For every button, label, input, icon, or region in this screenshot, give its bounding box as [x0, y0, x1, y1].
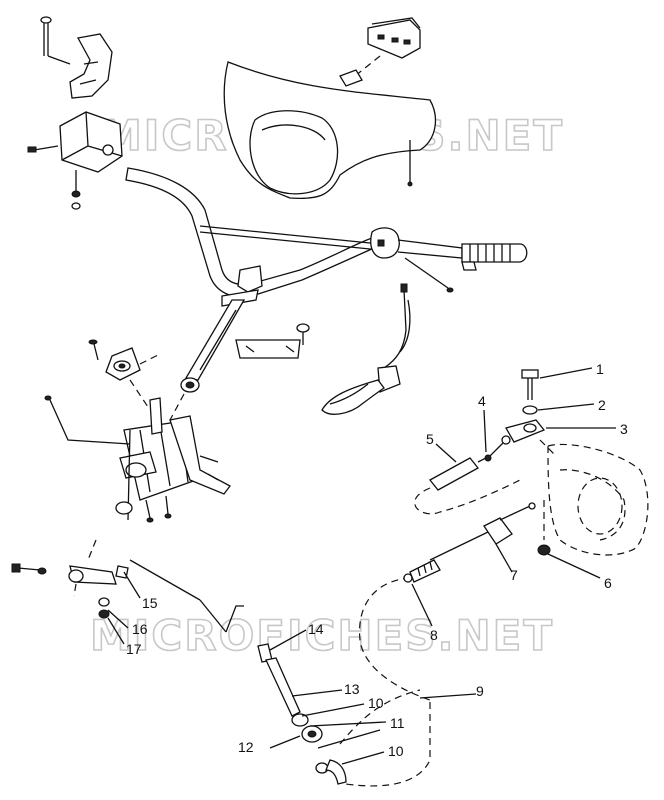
callout-5: 5 — [426, 431, 434, 447]
callout-11: 11 — [390, 715, 405, 731]
callout-10b: 10 — [388, 743, 404, 759]
cable-end-assembly — [403, 435, 536, 583]
callout-9: 9 — [476, 683, 484, 699]
steering-support-bracket — [88, 339, 161, 411]
cable-routing-loop — [358, 577, 431, 701]
handlebar — [125, 167, 463, 298]
callout-12: 12 — [238, 739, 254, 755]
steering-column — [169, 265, 263, 421]
headlight-cover — [223, 61, 437, 200]
callout-1: 1 — [596, 361, 604, 377]
callout-6: 6 — [604, 575, 612, 591]
callout-10a: 10 — [368, 695, 384, 711]
callout-8: 8 — [430, 627, 438, 643]
leader-lines — [107, 367, 616, 765]
top-left-bolt — [40, 16, 71, 65]
callout-16: 16 — [132, 621, 148, 637]
watermark-bottom: MICROFICHES.NET — [90, 611, 554, 660]
callout-4: 4 — [478, 393, 486, 409]
callout-17: 17 — [126, 641, 142, 657]
throttle-housing — [27, 111, 123, 210]
column-cover-plate — [235, 323, 310, 359]
steering-cable — [225, 605, 431, 787]
callout-15: 15 — [142, 595, 158, 611]
pump-nozzle-housing — [547, 443, 649, 556]
hand-grip — [461, 243, 528, 271]
callout-7: 7 — [510, 567, 518, 583]
callouts: 1 2 3 4 5 6 7 8 9 10 10 11 12 13 14 15 1… — [126, 361, 628, 759]
lower-steering-block — [44, 395, 231, 523]
callout-3: 3 — [620, 421, 628, 437]
callout-14: 14 — [308, 621, 324, 637]
callout-13: 13 — [344, 681, 360, 697]
throttle-bracket — [69, 33, 113, 99]
kill-switch-lanyard — [321, 283, 411, 415]
steering-arm — [11, 539, 227, 633]
steering-rod-end — [505, 369, 557, 556]
callout-2: 2 — [598, 397, 606, 413]
indicator-housing — [339, 17, 421, 87]
